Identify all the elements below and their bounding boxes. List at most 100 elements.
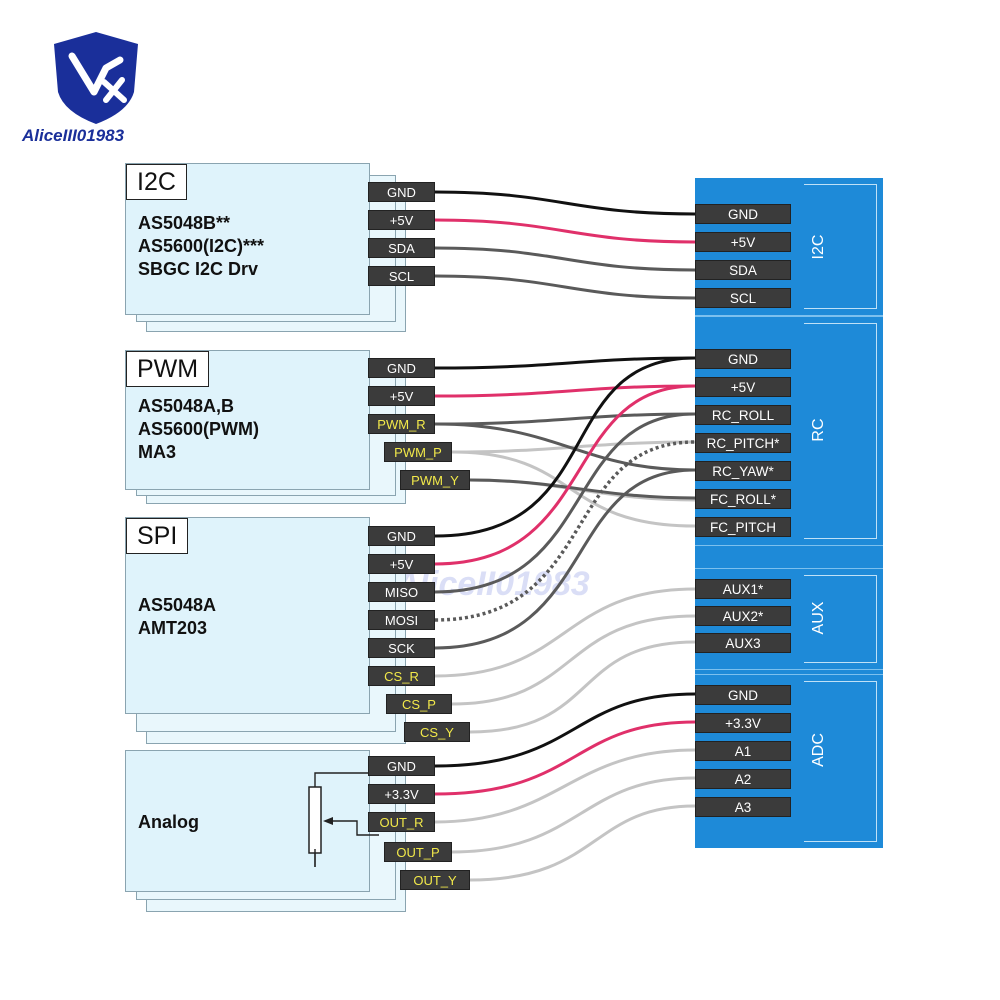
i2c-module-title: I2C <box>126 164 187 200</box>
wire-i2c-sda <box>434 246 696 272</box>
pwm-pin-y: PWM_Y <box>400 470 470 490</box>
section-frame <box>804 681 877 842</box>
brand-name: AliceIII01983 <box>22 126 125 145</box>
board-pin-rc-5v: +5V <box>695 377 791 397</box>
board-pin-5v: +5V <box>695 232 791 252</box>
analog-pin-gnd: GND <box>368 756 435 776</box>
analog-pin-3v3: +3.3V <box>368 784 435 804</box>
spi-pin-cs-p: CS_P <box>386 694 452 714</box>
spi-pin-miso: MISO <box>368 582 435 602</box>
wire-cs-r <box>434 587 696 678</box>
description-line: AS5600(PWM) <box>138 419 260 439</box>
board-section-aux: AUX AUX1* AUX2* AUX3 <box>695 568 883 670</box>
board-pin-aux2: AUX2* <box>695 606 791 626</box>
description-line: SBGC I2C Drv <box>138 259 259 279</box>
board-pin-scl: SCL <box>695 288 791 308</box>
wire-i2c-5v <box>434 218 696 244</box>
spi-pin-cs-r: CS_R <box>368 666 435 686</box>
description-line: MA3 <box>138 442 177 462</box>
board-pin-fc-pitch: FC_PITCH <box>695 517 791 537</box>
potentiometer-icon <box>308 772 379 867</box>
board-pin-aux3: AUX3 <box>695 633 791 653</box>
section-label-aux: AUX <box>810 601 827 635</box>
section-frame <box>804 184 877 309</box>
analog-module-description: Analog <box>138 811 199 834</box>
spi-pin-sck: SCK <box>368 638 435 658</box>
spi-pin-mosi: MOSI <box>368 610 435 630</box>
pwm-module-description: AS5048A,B AS5600(PWM) MA3 <box>138 395 259 464</box>
board-pin-rc-pitch: RC_PITCH* <box>695 433 791 453</box>
wire-pwm-5v <box>434 384 696 398</box>
analog-pin-out-p: OUT_P <box>384 842 452 862</box>
board-pin-adc-3v3: +3.3V <box>695 713 791 733</box>
i2c-pin-scl: SCL <box>368 266 435 286</box>
i2c-module-description: AS5048B** AS5600(I2C)*** SBGC I2C Drv <box>138 212 264 281</box>
board-pin-rc-gnd: GND <box>695 349 791 369</box>
wire-i2c-scl <box>434 274 696 300</box>
wire-pwm-gnd <box>434 356 696 370</box>
shield-logo-icon <box>54 32 138 124</box>
section-label-rc: RC <box>810 418 827 442</box>
i2c-module-card: I2C AS5048B** AS5600(I2C)*** SBGC I2C Dr… <box>125 163 370 315</box>
analog-module-card: Analog <box>125 750 379 892</box>
board-pin-aux1: AUX1* <box>695 579 791 599</box>
board-section-i2c: I2C GND +5V SDA SCL <box>695 178 883 316</box>
wire-analog-3v3 <box>434 720 696 796</box>
wire-cs-y <box>469 640 696 734</box>
brand-logo: AliceIII01983 <box>22 30 162 150</box>
wire-spi-mosi <box>434 440 696 622</box>
wire-pwm-r <box>434 412 696 426</box>
spi-pin-gnd: GND <box>368 526 435 546</box>
section-frame <box>804 575 877 663</box>
board-pin-fc-roll: FC_ROLL* <box>695 489 791 509</box>
section-label-adc: ADC <box>810 733 827 767</box>
wire-fc-roll <box>469 478 696 500</box>
wire-out-y <box>469 804 696 882</box>
board-pin-adc-gnd: GND <box>695 685 791 705</box>
spi-module-description: AS5048A AMT203 <box>138 594 216 640</box>
wire-analog-gnd <box>434 692 696 768</box>
wire-rc-yaw <box>434 422 696 472</box>
pwm-pin-p: PWM_P <box>384 442 452 462</box>
board-pin-a2: A2 <box>695 769 791 789</box>
board-section-rc: RC GND +5V RC_ROLL RC_PITCH* RC_YAW* FC_… <box>695 316 883 546</box>
description-line: AS5048A,B <box>138 396 235 416</box>
pwm-pin-gnd: GND <box>368 358 435 378</box>
board-pin-gnd: GND <box>695 204 791 224</box>
board-pin-sda: SDA <box>695 260 791 280</box>
section-frame <box>804 323 877 539</box>
wire-spi-sck <box>434 468 696 650</box>
board-pin-rc-roll: RC_ROLL <box>695 405 791 425</box>
board-section-adc: ADC GND +3.3V A1 A2 A3 <box>695 674 883 848</box>
pwm-pin-r: PWM_R <box>368 414 435 434</box>
spi-module-card: SPI AS5048A AMT203 <box>125 517 370 714</box>
i2c-pin-gnd: GND <box>368 182 435 202</box>
section-label-i2c: I2C <box>810 234 827 260</box>
wire-out-r <box>434 748 696 824</box>
wire-spi-gnd <box>434 356 696 538</box>
wire-i2c-gnd <box>434 190 696 216</box>
spi-pin-5v: +5V <box>368 554 435 574</box>
i2c-pin-sda: SDA <box>368 238 435 258</box>
wire-out-p <box>451 776 696 854</box>
spi-module-title: SPI <box>126 518 189 554</box>
i2c-pin-5v: +5V <box>368 210 435 230</box>
wire-cs-p <box>451 614 696 706</box>
description-line: Analog <box>138 812 199 832</box>
spi-pin-cs-y: CS_Y <box>404 722 470 742</box>
analog-pin-out-y: OUT_Y <box>400 870 470 890</box>
pwm-module-title: PWM <box>126 351 210 387</box>
analog-pin-out-r: OUT_R <box>368 812 435 832</box>
board-pin-a1: A1 <box>695 741 791 761</box>
wire-spi-5v <box>434 384 696 566</box>
description-line: AS5600(I2C)*** <box>138 236 265 256</box>
description-line: AMT203 <box>138 618 208 638</box>
pwm-pin-5v: +5V <box>368 386 435 406</box>
description-line: AS5048A <box>138 595 217 615</box>
description-line: AS5048B** <box>138 213 231 233</box>
wire-spi-miso <box>434 412 696 594</box>
controller-board: I2C GND +5V SDA SCL RC GND +5V RC_ROLL R… <box>695 178 883 848</box>
board-pin-a3: A3 <box>695 797 791 817</box>
board-pin-rc-yaw: RC_YAW* <box>695 461 791 481</box>
